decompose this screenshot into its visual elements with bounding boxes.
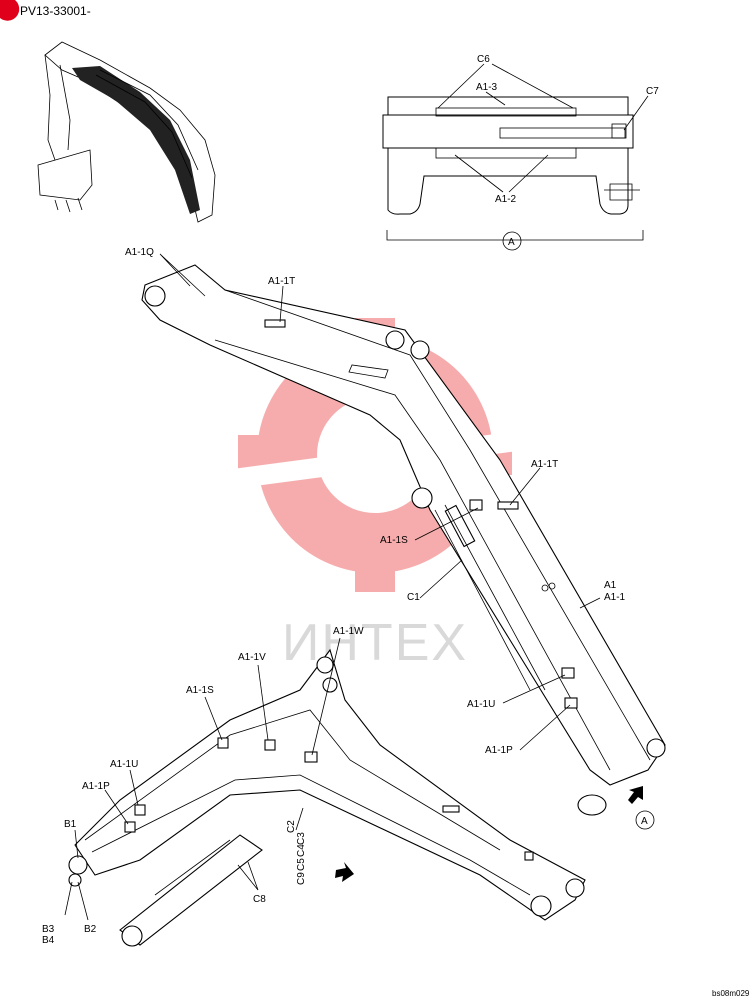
callout-a1-1t-mid: A1-1T — [531, 459, 558, 470]
callout-b4: B4 — [42, 935, 55, 946]
callout-c1: C1 — [407, 592, 420, 603]
callout-a1-1w: A1-1W — [333, 626, 364, 637]
callout-a1-1v: A1-1V — [238, 652, 266, 663]
label-c6: C6 — [477, 54, 490, 65]
part-code: PV13-33001- — [20, 4, 91, 18]
watermark-text: ИНТЕХ — [282, 614, 468, 672]
callout-a1-1u-right: A1-1U — [467, 699, 495, 710]
lower-boom — [68, 648, 655, 947]
callout-view-a-marker: A — [641, 816, 648, 827]
label-a1-3: A1-3 — [476, 82, 498, 93]
callout-a1-1t-top: A1-1T — [268, 276, 295, 287]
callout-group-c2-c9: C2 C3 C4 C5 C9 — [286, 820, 307, 885]
callout-c9: C9 — [296, 872, 307, 885]
callout-b1: B1 — [64, 819, 77, 830]
callout-a1-1p-right: A1-1P — [485, 745, 513, 756]
callout-b3: B3 — [42, 924, 55, 935]
callout-c3: C3 — [296, 832, 307, 845]
callout-a1-1u-left: A1-1U — [110, 759, 138, 770]
callout-c2: C2 — [286, 820, 297, 833]
callout-a1-1q: A1-1Q — [125, 247, 154, 258]
callout-a1-1: A1-1 — [604, 592, 626, 603]
callout-c5: C5 — [296, 858, 307, 871]
callout-c8: C8 — [253, 894, 266, 905]
callout-a1-1p-left: A1-1P — [82, 781, 110, 792]
label-a1-2: A1-2 — [495, 194, 517, 205]
corner-badge — [0, 0, 20, 21]
upper-boom — [141, 264, 666, 816]
view-a-detail — [382, 63, 649, 251]
callout-c4: C4 — [296, 844, 307, 857]
callout-a1-1s-lower: A1-1S — [186, 685, 214, 696]
callout-a1-1s-upper: A1-1S — [380, 535, 408, 546]
callout-b2: B2 — [84, 924, 97, 935]
label-view-a-bracket: A — [508, 237, 515, 248]
excavator-thumbnail — [37, 41, 216, 223]
label-c7: C7 — [646, 86, 659, 97]
footer-ref: bs08m029 — [712, 989, 750, 998]
leader-lines — [64, 253, 601, 921]
callout-a1: A1 — [604, 580, 617, 591]
